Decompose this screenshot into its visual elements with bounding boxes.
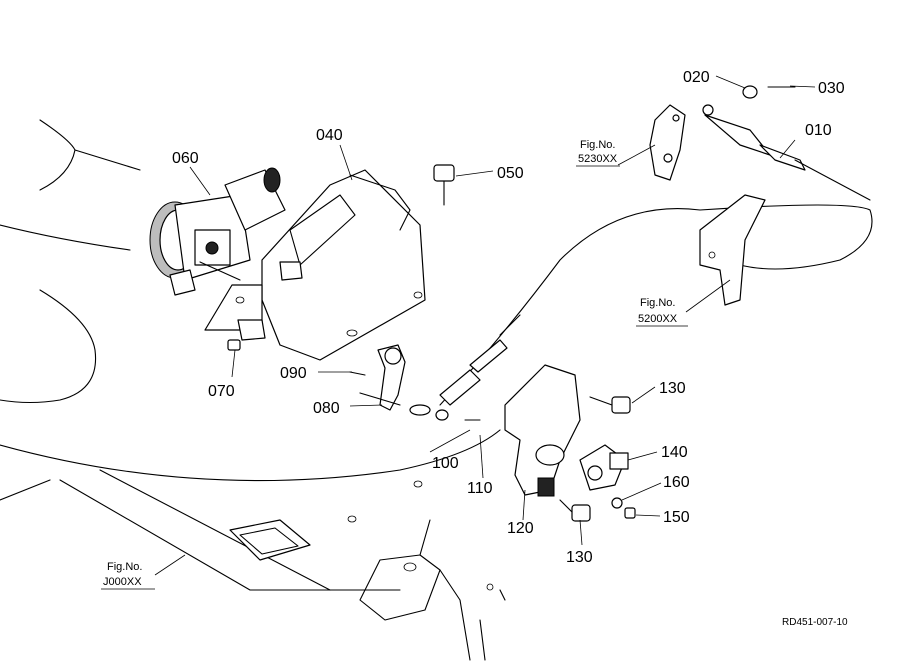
- part-number-160: 160: [663, 474, 690, 491]
- leader-lines: [154, 75, 816, 576]
- part-number-020: 020: [683, 69, 710, 86]
- part-number-070: 070: [208, 383, 235, 400]
- part-number-110: 110: [467, 480, 493, 497]
- part-number-060: 060: [172, 150, 199, 167]
- part-number-090: 090: [280, 365, 307, 382]
- part-number-030: 030: [818, 80, 845, 97]
- fig-ref-j000-code: J000XX: [103, 576, 142, 588]
- bracket-plate: [204, 169, 426, 361]
- part-number-100: 100: [432, 455, 459, 472]
- lever-assembly: [349, 344, 431, 416]
- sensor-bracket: [504, 364, 629, 497]
- control-arm: [649, 104, 686, 181]
- side-bracket: [699, 194, 766, 306]
- part-number-040: 040: [316, 127, 343, 144]
- drawing-code: RD451-007-10: [782, 617, 848, 628]
- machine-body-outline: [0, 119, 506, 661]
- fig-ref-5230-label: Fig.No.: [580, 139, 615, 151]
- motor-assembly: [149, 167, 286, 296]
- fig-ref-5200-code: 5200XX: [638, 313, 678, 325]
- control-cable: [439, 104, 873, 406]
- part-number-140: 140: [661, 444, 688, 461]
- part-number-080: 080: [313, 400, 340, 417]
- figure-refs: Fig.No. 5230XX Fig.No. 5200XX Fig.No. J0…: [101, 139, 688, 590]
- fig-ref-j000-label: Fig.No.: [107, 561, 142, 573]
- fig-ref-5200-label: Fig.No.: [640, 297, 675, 309]
- part-labels: 010 020 030 040 050 060 070 090 080 100 …: [172, 69, 845, 566]
- part-number-050: 050: [497, 165, 524, 182]
- fig-ref-5230-code: 5230XX: [578, 153, 618, 165]
- part-number-010: 010: [805, 122, 832, 139]
- part-number-120: 120: [507, 520, 534, 537]
- fasteners: [227, 85, 796, 522]
- part-number-150: 150: [663, 509, 690, 526]
- part-number-130-b: 130: [566, 549, 593, 566]
- part-number-130-a: 130: [659, 380, 686, 397]
